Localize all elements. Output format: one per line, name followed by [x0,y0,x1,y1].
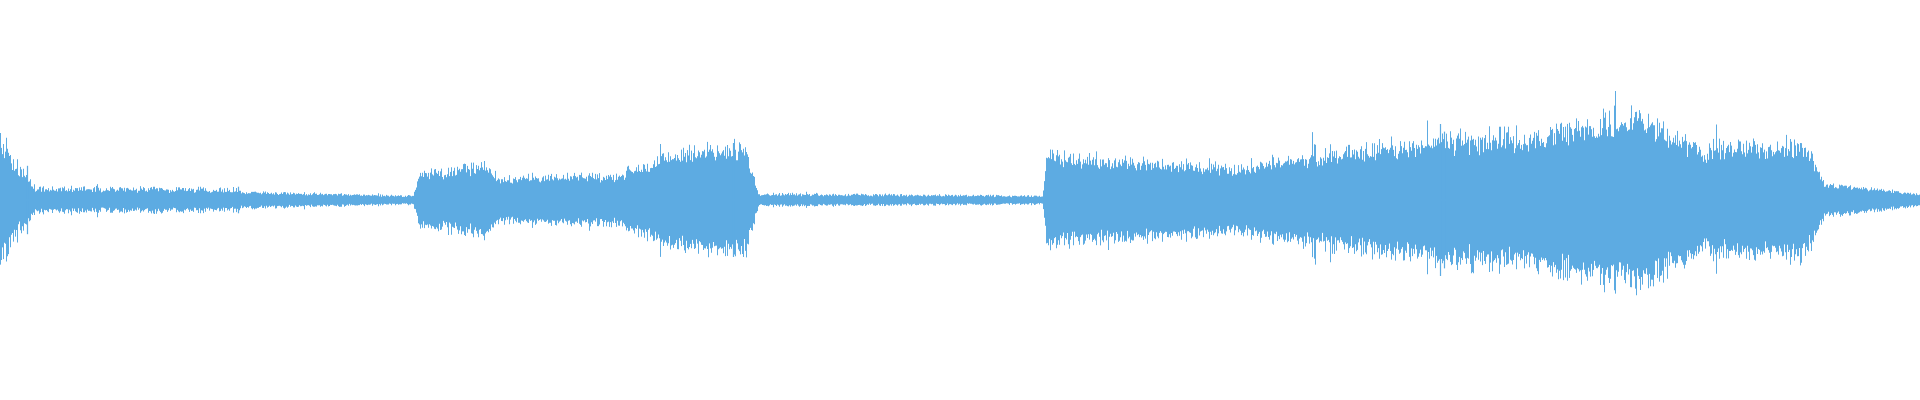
waveform-bars [0,91,1920,296]
